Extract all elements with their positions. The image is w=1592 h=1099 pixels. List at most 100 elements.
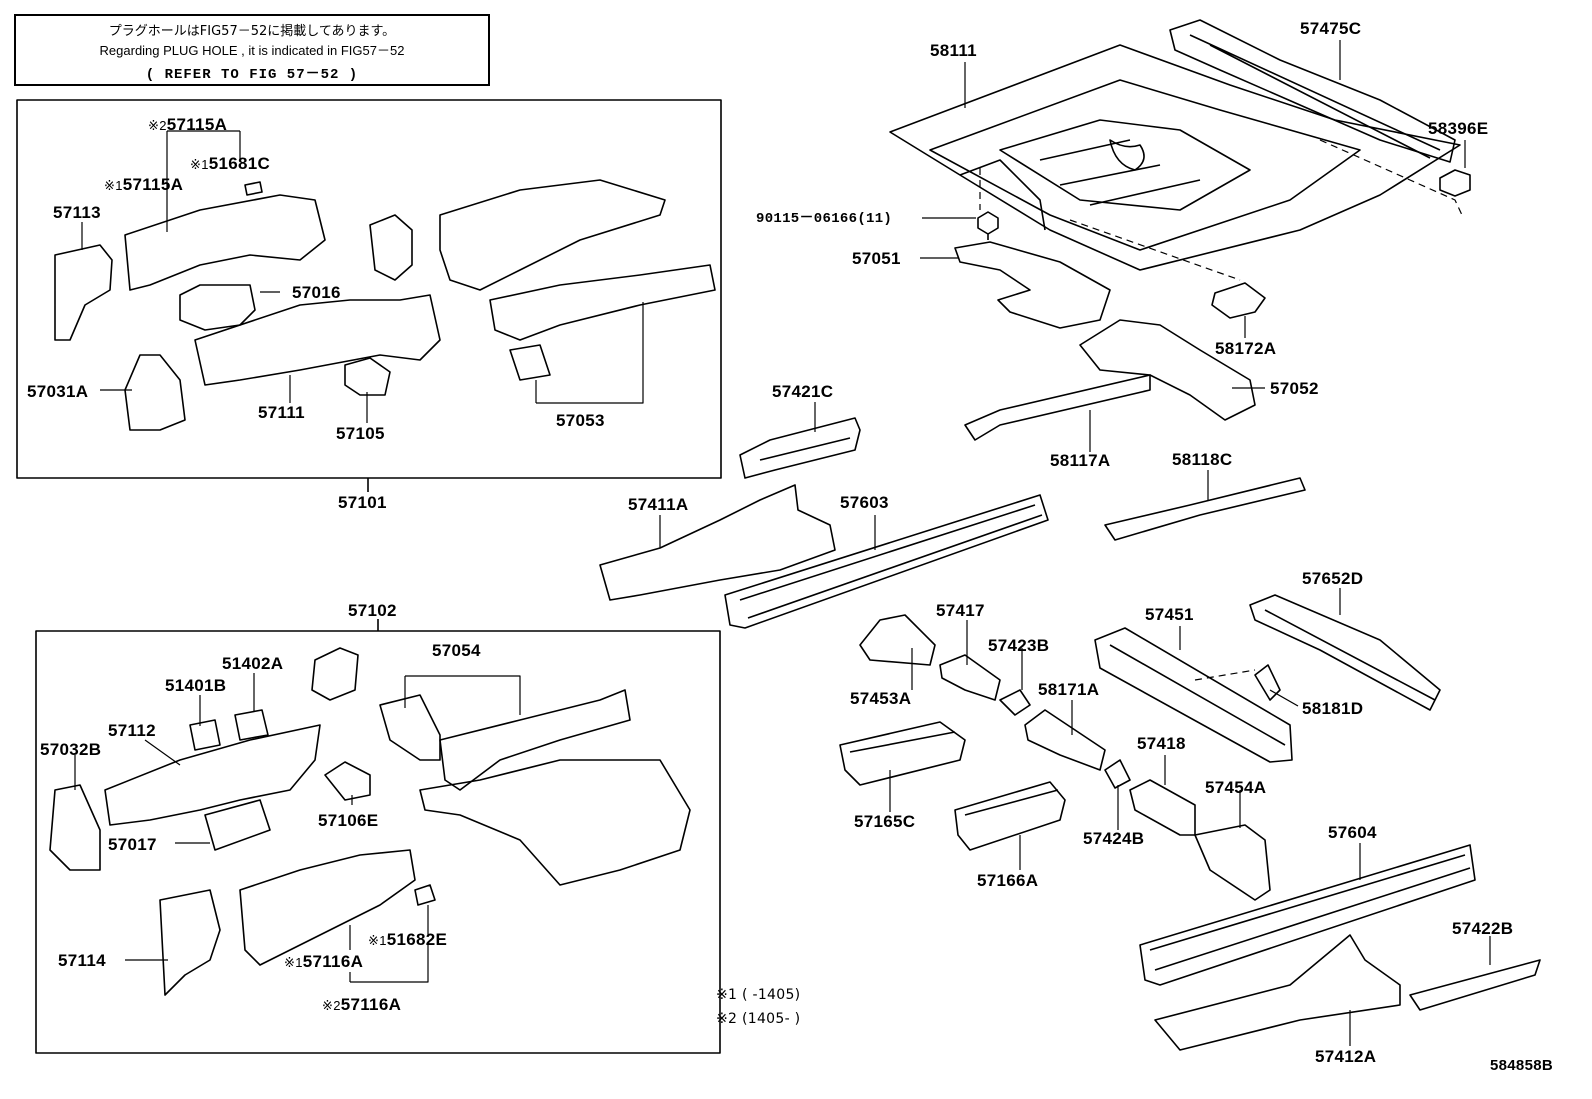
part-57166A: [954, 781, 1066, 851]
part-57112: [104, 724, 321, 826]
label-58111: 58111: [930, 41, 977, 60]
label-57451: 57451: [1145, 605, 1194, 624]
part-51681C: [244, 181, 263, 196]
label-57418: 57418: [1137, 734, 1186, 753]
label-57052: 57052: [1270, 379, 1319, 398]
part-58172A: [1211, 282, 1266, 319]
note-line-english: Regarding PLUG HOLE , it is indicated in…: [99, 43, 405, 58]
part-57453A: [859, 614, 936, 666]
label-58171A: 58171A: [1038, 680, 1100, 699]
label-57105: 57105: [336, 424, 385, 443]
label-57422B: 57422B: [1452, 919, 1514, 938]
label-57116A-2: ※257116A: [322, 995, 402, 1014]
label-51401B: 51401B: [165, 676, 227, 695]
part-57053-c: [509, 344, 551, 381]
part-58118C: [1104, 477, 1306, 541]
part-57105: [344, 357, 391, 396]
part-57652D: [1249, 594, 1441, 711]
label-57017: 57017: [108, 835, 157, 854]
part-57475C: [1169, 19, 1456, 163]
note-line-refer: ( REFER TO FIG 57－52 ): [145, 67, 359, 83]
group-box-57101: [16, 99, 722, 479]
label-57412A: 57412A: [1315, 1047, 1377, 1066]
label-57113: 57113: [53, 203, 101, 222]
label-57652D: 57652D: [1302, 569, 1364, 588]
illustration-code: 584858B: [1490, 1057, 1553, 1074]
part-57454A: [1194, 824, 1271, 901]
part-58396E: [1439, 169, 1471, 197]
part-57417: [939, 654, 1001, 701]
part-57054-a: [379, 694, 441, 761]
label-57423B: 57423B: [988, 636, 1050, 655]
part-57031A: [124, 354, 186, 431]
part-57412A: [1154, 934, 1401, 1051]
label-58117A: 58117A: [1050, 451, 1111, 470]
label-57101: 57101: [338, 493, 387, 512]
part-57115A: [124, 194, 326, 291]
part-58111-floor-pan: [889, 44, 1461, 271]
part-57451: [1094, 627, 1293, 763]
part-57054-c: [419, 759, 691, 886]
label-51681C-1: ※151681C: [190, 154, 271, 173]
part-57052: [1079, 319, 1256, 421]
label-57166A: 57166A: [977, 871, 1039, 890]
label-57421C: 57421C: [772, 382, 834, 401]
part-57017: [204, 799, 271, 851]
part-57053-b: [489, 264, 716, 341]
dashed-references: [979, 139, 1463, 681]
label-57051: 57051: [852, 249, 901, 268]
part-57411A: [599, 484, 836, 601]
part-58171A: [1024, 709, 1106, 771]
note-line-japanese: プラグホールはFIG57－52に掲載してあります。: [108, 24, 396, 39]
part-51401B: [189, 719, 221, 751]
label-57031A: 57031A: [27, 382, 89, 401]
label-57475C: 57475C: [1300, 19, 1362, 38]
label-57102: 57102: [348, 601, 397, 620]
label-57116A-1: ※157116A: [284, 952, 364, 971]
part-57114: [159, 889, 221, 996]
label-57454A: 57454A: [1205, 778, 1267, 797]
label-58181D: 58181D: [1302, 699, 1364, 718]
part-57016: [179, 284, 256, 331]
part-58181D: [1254, 664, 1281, 701]
part-57111-bracket: [369, 214, 413, 281]
label-51402A: 51402A: [222, 654, 284, 673]
part-57422B: [1409, 959, 1541, 1011]
part-57423B: [999, 689, 1031, 716]
label-57053: 57053: [556, 411, 605, 430]
part-57116A: [239, 849, 416, 966]
label-58172A: 58172A: [1215, 339, 1277, 358]
part-57106E: [324, 761, 371, 801]
part-57051: [954, 241, 1111, 329]
label-57115A-2: ※257115A: [148, 115, 228, 134]
footnote-1: ※1 ( -1405): [716, 987, 801, 1003]
leader-lines: [74, 40, 1491, 1046]
label-57115A-1: ※157115A: [104, 175, 184, 194]
label-57016: 57016: [292, 283, 341, 302]
label-57106E: 57106E: [318, 811, 379, 830]
part-57603: [724, 494, 1049, 629]
part-51682E: [414, 884, 436, 906]
part-57165C: [839, 721, 966, 786]
label-57453A: 57453A: [850, 689, 912, 708]
label-57411A: 57411A: [628, 495, 689, 514]
label-57032B: 57032B: [40, 740, 102, 759]
part-57032B: [49, 784, 101, 871]
part-90115-bolt: [977, 211, 999, 240]
label-57603: 57603: [840, 493, 889, 512]
label-57112: 57112: [108, 721, 156, 740]
label-51682E-1: ※151682E: [368, 930, 448, 949]
part-57054-b: [439, 689, 631, 791]
part-57418: [1129, 779, 1196, 836]
label-57417: 57417: [936, 601, 985, 620]
label-57604: 57604: [1328, 823, 1377, 842]
label-57424B: 57424B: [1083, 829, 1145, 848]
label-90115: 90115－06166(11): [756, 211, 893, 227]
label-58396E: 58396E: [1428, 119, 1489, 138]
footnote-2: ※2 (1405- ): [716, 1011, 801, 1027]
plug-hole-note: プラグホールはFIG57－52に掲載してあります。 Regarding PLUG…: [14, 14, 490, 86]
label-57114: 57114: [58, 951, 106, 970]
part-57054-bracket: [311, 647, 359, 701]
label-57165C: 57165C: [854, 812, 916, 831]
